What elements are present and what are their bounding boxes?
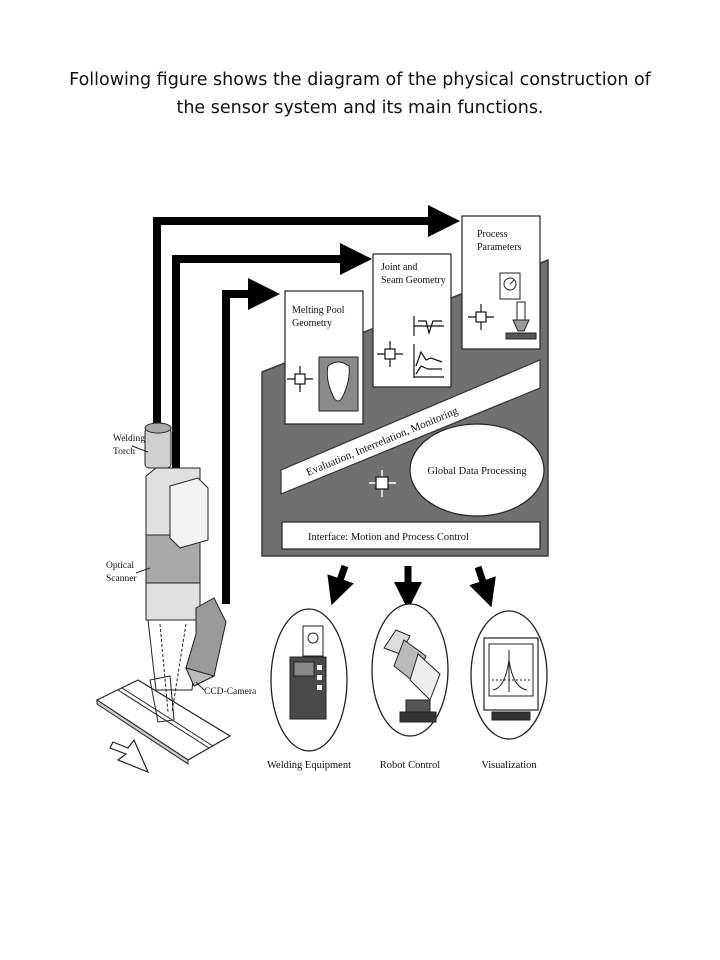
arrow-torch-to-process <box>153 205 460 428</box>
card-melting-pool: Melting Pool Geometry <box>284 290 364 425</box>
global-data-processing-label: Global Data Processing <box>427 466 527 477</box>
arrow-camera-to-pool <box>222 278 280 604</box>
sensor-head <box>144 422 227 723</box>
gauge-icon <box>499 272 521 300</box>
output-visualization-label: Visualization <box>481 760 537 771</box>
node-symbol-icon <box>468 304 494 330</box>
card-process-line1: Process <box>477 229 508 240</box>
node-symbol-icon <box>377 341 403 367</box>
scanner-leader-line <box>135 567 151 574</box>
welding-machine-icon <box>289 625 327 720</box>
torch-label-line1: Welding <box>113 434 145 444</box>
camera-label: CCD-Camera <box>204 687 257 697</box>
output-welding-equipment: Welding Equipment <box>267 608 351 771</box>
scanner-label-line1: Optical <box>106 561 134 571</box>
travel-direction-arrow-icon <box>109 738 150 774</box>
interface-bar-label: Interface: Motion and Process Control <box>308 532 469 543</box>
node-symbol-icon <box>287 366 313 392</box>
seam-profile-graph-icon <box>413 316 444 378</box>
card-process-line2: Parameters <box>477 242 522 253</box>
caption-line-1: Following figure shows the diagram of th… <box>69 70 651 90</box>
card-melting-pool-line1: Melting Pool <box>292 305 345 316</box>
camera-leader-line <box>195 681 205 691</box>
global-data-processing: Global Data Processing <box>409 423 545 517</box>
torch-leader-line <box>131 445 149 453</box>
output-robot-control-label: Robot Control <box>380 760 440 771</box>
workpiece <box>95 679 232 765</box>
card-process-parameters: Process Parameters <box>461 215 541 350</box>
interface-bar: Interface: Motion and Process Control <box>281 521 541 550</box>
scanner-label-line2: Scanner <box>106 574 137 584</box>
melt-pool-image-icon <box>318 356 359 412</box>
arrow-to-welding-equipment <box>327 564 354 606</box>
card-joint-seam: Joint and Seam Geometry <box>372 253 452 388</box>
card-joint-seam-line2: Seam Geometry <box>381 275 446 286</box>
node-symbol-icon <box>369 470 396 497</box>
arrow-to-visualization <box>469 565 496 608</box>
card-joint-seam-line1: Joint and <box>381 262 417 273</box>
monitor-icon <box>483 637 539 721</box>
torch-nozzle-icon <box>505 301 537 340</box>
output-welding-equipment-label: Welding Equipment <box>267 760 351 771</box>
torch-label-line2: Torch <box>113 447 135 457</box>
robot-arm-icon <box>383 629 441 723</box>
card-melting-pool-line2: Geometry <box>292 318 332 329</box>
caption-line-2: the sensor system and its main functions… <box>176 98 544 118</box>
arrow-scanner-to-joint <box>172 243 372 470</box>
caption: Following figure shows the diagram of th… <box>0 66 720 122</box>
output-visualization: Visualization <box>470 610 548 771</box>
output-robot-control: Robot Control <box>371 603 449 771</box>
